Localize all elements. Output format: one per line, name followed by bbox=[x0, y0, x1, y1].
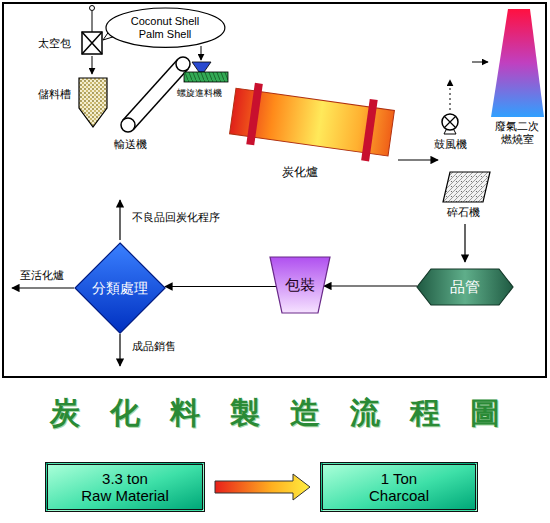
exhaust-arrow bbox=[472, 62, 488, 63]
blower-cross bbox=[445, 117, 456, 128]
node-text: Coconut Shell Palm Shell bbox=[125, 15, 204, 40]
kiln-ring bbox=[361, 99, 378, 162]
kiln bbox=[228, 80, 395, 164]
node-text: 1 Ton bbox=[381, 470, 417, 487]
part-label: 輸送機 bbox=[114, 139, 147, 152]
callout-outline bbox=[106, 8, 225, 47]
part-label: 廢氣二次燃燒室 bbox=[491, 121, 543, 146]
screw-feeder bbox=[184, 72, 228, 82]
callout-bubble: Coconut Shell Palm Shell bbox=[105, 7, 226, 48]
shape-outline bbox=[75, 243, 165, 333]
block-arrow bbox=[215, 474, 310, 500]
node-text: Charcoal bbox=[369, 487, 429, 504]
diagram-title: 炭化料製造流程圖 bbox=[0, 393, 550, 434]
storage-tank bbox=[79, 78, 107, 127]
flow-arrow bbox=[464, 224, 465, 262]
blower bbox=[442, 80, 458, 134]
quantity-box: 3.3 tonRaw Material bbox=[45, 462, 205, 512]
process-trapezoid: 包裝 bbox=[270, 257, 330, 313]
exhaust-arrow bbox=[450, 80, 451, 110]
part-label: 炭化爐 bbox=[282, 166, 318, 180]
blower-fan bbox=[442, 114, 458, 130]
flow-connector bbox=[165, 286, 276, 287]
node-text: 分類處理 bbox=[92, 280, 148, 296]
flow-arrow bbox=[119, 200, 120, 240]
node-text: Raw Material bbox=[81, 487, 169, 504]
flow-arrow bbox=[119, 334, 120, 366]
bag-hoist bbox=[82, 6, 102, 75]
kiln-ring bbox=[246, 83, 263, 146]
part-label: 太空包 bbox=[38, 38, 71, 51]
part-label: 鼓風機 bbox=[434, 139, 467, 152]
part-label: 碎石機 bbox=[447, 207, 480, 220]
feed-arrow bbox=[201, 46, 202, 60]
hook bbox=[90, 6, 95, 11]
afterburner-chamber bbox=[491, 9, 544, 117]
hoist-line bbox=[92, 11, 93, 32]
roller bbox=[176, 57, 190, 71]
decision-diamond: 分類處理 bbox=[75, 243, 165, 333]
feed-arrow bbox=[92, 56, 93, 74]
bag-cross bbox=[82, 32, 102, 54]
frame bbox=[3, 3, 546, 377]
roller bbox=[121, 118, 135, 132]
node-text: 包裝 bbox=[285, 276, 315, 293]
flow-arrow bbox=[12, 287, 74, 288]
part-label: 至活化爐 bbox=[20, 270, 64, 283]
node-text: 3.3 ton bbox=[102, 470, 148, 487]
shape-outline bbox=[270, 257, 330, 313]
shape-outline bbox=[417, 269, 513, 305]
part-label: 不良品回炭化程序 bbox=[132, 212, 220, 225]
crusher bbox=[443, 172, 490, 202]
part-label: 儲料槽 bbox=[38, 89, 71, 102]
part-label: 螺旋進料機 bbox=[177, 88, 222, 98]
belt bbox=[133, 69, 188, 130]
feeder-funnel bbox=[192, 62, 211, 72]
part-label: 成品銷售 bbox=[132, 341, 176, 354]
process-hexagon: 品管 bbox=[417, 269, 513, 305]
bag-box bbox=[82, 32, 102, 54]
quantity-box: 1 TonCharcoal bbox=[320, 462, 478, 512]
flow-connector bbox=[324, 285, 417, 286]
flow-arrow bbox=[398, 159, 438, 160]
node-text: 品管 bbox=[450, 278, 480, 295]
